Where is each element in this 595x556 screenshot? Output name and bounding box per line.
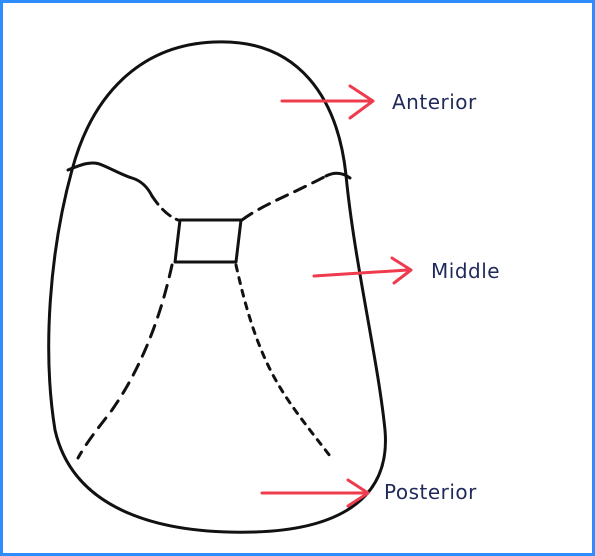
- left-lower-suture: [78, 265, 172, 458]
- skull-outline: [49, 42, 386, 532]
- fontanelle-box: [175, 220, 241, 262]
- left-upper-suture: [152, 196, 178, 220]
- right-lower-suture: [236, 265, 330, 456]
- anterior-suture-left: [68, 163, 152, 196]
- middle-label: Middle: [431, 259, 500, 283]
- right-arrow-icon: [262, 480, 368, 506]
- right-arrow-icon: [282, 86, 373, 118]
- anterior-label: Anterior: [392, 90, 477, 114]
- posterior-label: Posterior: [384, 480, 477, 504]
- right-upper-suture: [242, 176, 326, 220]
- right-arrow-icon: [314, 258, 411, 283]
